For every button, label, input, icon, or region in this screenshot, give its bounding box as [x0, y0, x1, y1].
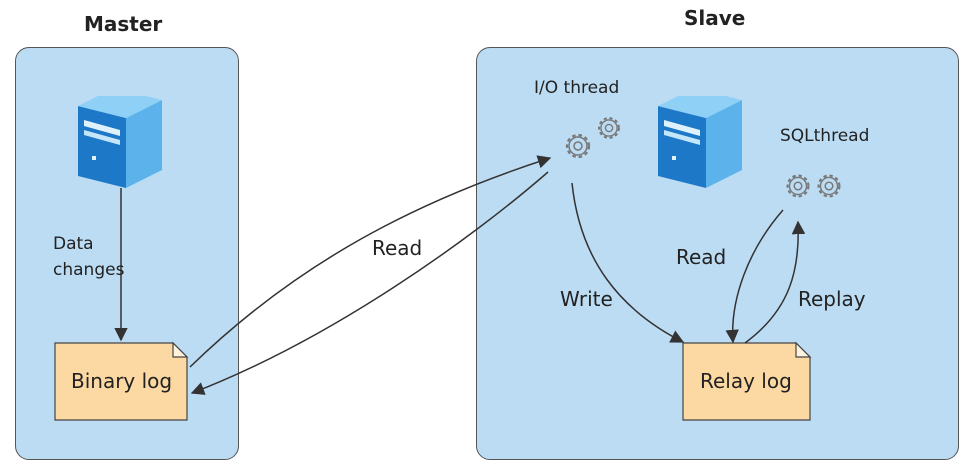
- binary-log-file-icon: [54, 341, 189, 421]
- write-relay-arrow: [571, 182, 685, 343]
- sql-read-arrow: [725, 209, 784, 344]
- master-server-icon: [78, 96, 162, 188]
- slave-server-icon: [658, 96, 742, 188]
- relay-log-file-icon: [682, 341, 812, 421]
- io-thread-gears-icon: [565, 117, 620, 159]
- write-label: Write: [560, 287, 613, 311]
- slave-title: Slave: [684, 6, 746, 30]
- data-changes-label-line1: Data: [53, 234, 94, 254]
- io-thread-label: I/O thread: [534, 78, 620, 98]
- binlog-transfer-arrow: [190, 171, 549, 395]
- sql-thread-gears-icon: [786, 174, 841, 198]
- master-title: Master: [84, 12, 163, 36]
- io-read-request-arrow: [189, 155, 552, 368]
- read-relay-label: Read: [676, 245, 727, 269]
- replay-arrow: [744, 220, 806, 344]
- relay-log-label: Relay log: [700, 369, 792, 393]
- replay-label: Replay: [798, 287, 866, 311]
- read-link-label: Read: [372, 236, 423, 260]
- binary-log-label: Binary log: [71, 369, 173, 393]
- sql-thread-label: SQLthread: [780, 126, 870, 146]
- data-changes-label-line2: changes: [53, 260, 125, 280]
